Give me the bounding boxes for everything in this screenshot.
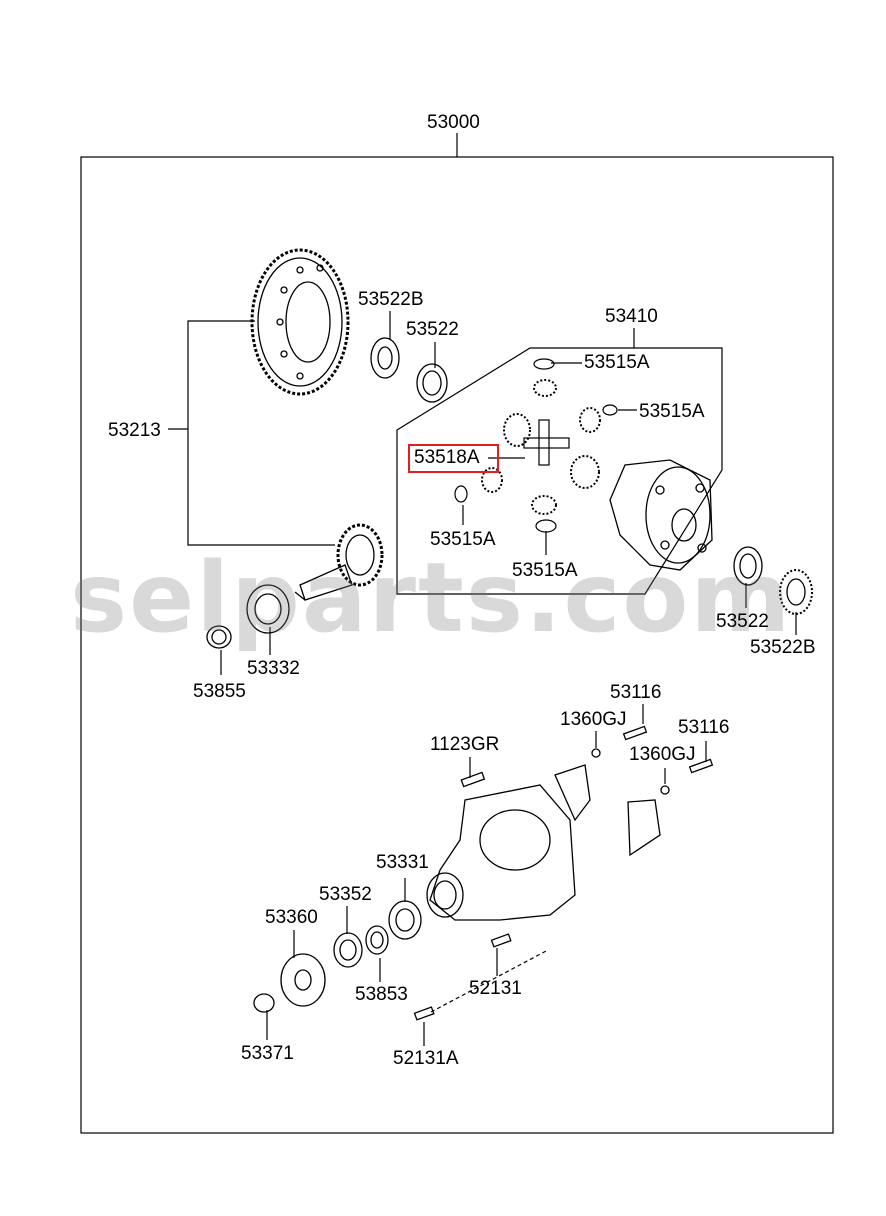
label-53332[interactable]: 53332	[247, 658, 300, 679]
label-53518a[interactable]: 53518A	[414, 447, 480, 468]
label-1360gj-2[interactable]: 1360GJ	[629, 744, 696, 765]
label-53522-top[interactable]: 53522	[406, 319, 459, 340]
label-52131a[interactable]: 52131A	[393, 1048, 459, 1069]
label-53522b-right[interactable]: 53522B	[750, 637, 816, 658]
label-53360[interactable]: 53360	[265, 907, 318, 928]
label-53522-right[interactable]: 53522	[716, 611, 769, 632]
bearings-right	[733, 546, 813, 615]
label-53515a-2[interactable]: 53515A	[639, 401, 705, 422]
label-52131[interactable]: 52131	[469, 978, 522, 999]
drive-pinion	[294, 523, 384, 601]
diff-case	[609, 459, 713, 571]
label-53331[interactable]: 53331	[376, 852, 429, 873]
case-assy-box	[396, 347, 723, 595]
label-53853[interactable]: 53853	[355, 984, 408, 1005]
carrier-housing	[426, 764, 661, 921]
label-53371[interactable]: 53371	[241, 1043, 294, 1064]
watermark: selparts.com	[70, 542, 793, 654]
highlight-box	[408, 444, 499, 473]
label-53410[interactable]: 53410	[605, 306, 658, 327]
ring-gear	[250, 248, 350, 396]
label-1123gr[interactable]: 1123GR	[430, 734, 500, 755]
diff-parts	[454, 358, 618, 533]
label-53522b-top[interactable]: 53522B	[358, 289, 424, 310]
label-53000[interactable]: 53000	[427, 112, 480, 133]
label-53116-1[interactable]: 53116	[610, 682, 662, 703]
bearings-top	[370, 337, 448, 403]
label-53352[interactable]: 53352	[319, 884, 372, 905]
label-53855[interactable]: 53855	[193, 681, 246, 702]
pinion-bearing-spacer	[206, 584, 290, 649]
front-parts	[253, 900, 422, 1013]
label-1360gj-1[interactable]: 1360GJ	[560, 709, 627, 730]
label-53515a-4[interactable]: 53515A	[512, 560, 578, 581]
label-53515a-3[interactable]: 53515A	[430, 529, 496, 550]
label-53515a-1[interactable]: 53515A	[584, 352, 650, 373]
label-53213[interactable]: 53213	[108, 420, 161, 441]
gear-set-bracket	[187, 320, 335, 546]
label-53116-2[interactable]: 53116	[678, 717, 730, 738]
bolts	[413, 725, 714, 1021]
